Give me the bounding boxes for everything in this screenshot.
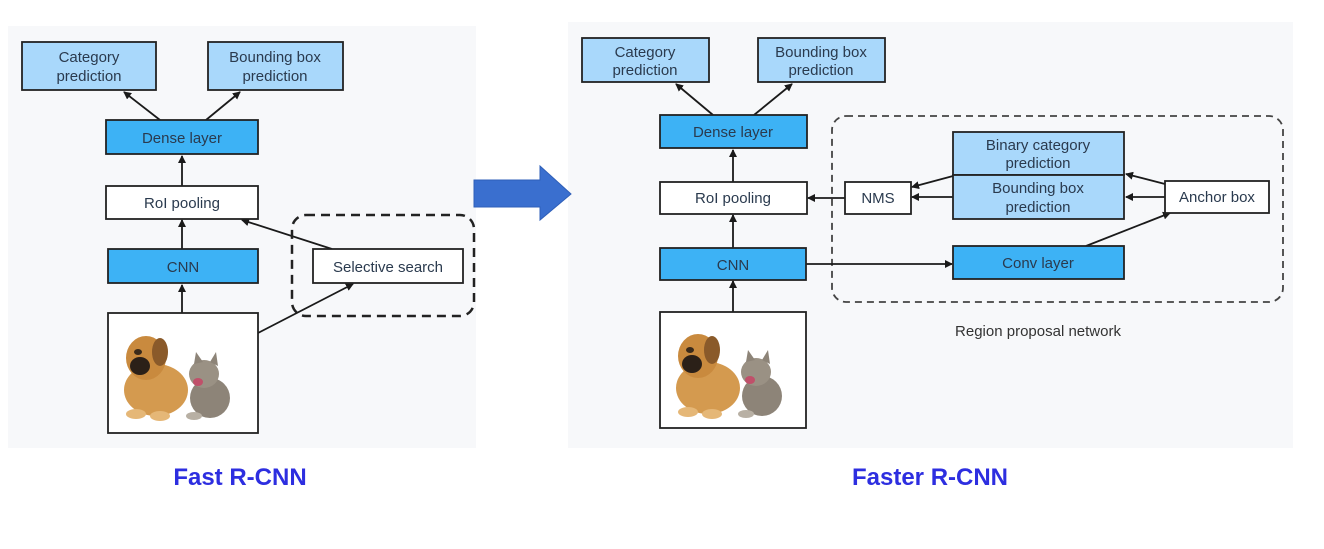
- edge-dense-to-category: [123, 91, 161, 121]
- bbox-prediction-box: Bounding box prediction: [757, 37, 886, 83]
- fast-rcnn-title: Fast R-CNN: [173, 464, 307, 491]
- cnn-box: CNN: [659, 247, 807, 281]
- rpn-bbox-prediction-box: Bounding box prediction: [952, 174, 1125, 220]
- fast-rcnn-diagram: Category prediction Bounding box predict…: [21, 41, 476, 434]
- category-prediction-label-line2: prediction: [612, 62, 677, 79]
- edge-dense-to-bbox: [205, 91, 241, 121]
- nms-box: NMS: [844, 181, 912, 215]
- rpn-bbox-label-line2: prediction: [1005, 199, 1070, 216]
- bbox-prediction-box: Bounding box prediction: [207, 41, 344, 91]
- dense-layer-label: Dense layer: [142, 130, 222, 147]
- rpn-bbox-label-line1: Bounding box: [992, 180, 1084, 197]
- rpn-caption: Region proposal network: [955, 323, 1121, 340]
- category-prediction-box: Category prediction: [21, 41, 157, 91]
- selective-search-region: [290, 213, 476, 318]
- roi-pooling-box: RoI pooling: [105, 185, 259, 220]
- selective-search-box: Selective search: [312, 248, 464, 284]
- binary-category-label-line2: prediction: [1005, 155, 1070, 172]
- input-image: [659, 311, 807, 429]
- edge-dense-to-bbox: [753, 83, 793, 116]
- edge-dense-to-category: [675, 83, 714, 116]
- dense-layer-box: Dense layer: [659, 114, 808, 149]
- roi-pooling-label: RoI pooling: [695, 190, 771, 207]
- category-prediction-label-line2: prediction: [56, 68, 121, 85]
- dense-layer-label: Dense layer: [693, 124, 773, 141]
- roi-pooling-label: RoI pooling: [144, 195, 220, 212]
- category-prediction-label-line1: Category: [615, 44, 676, 61]
- bbox-prediction-label-line1: Bounding box: [229, 49, 321, 66]
- edge-image-to-selective: [257, 283, 354, 334]
- anchor-box-box: Anchor box: [1164, 180, 1270, 214]
- faster-rcnn-title: Faster R-CNN: [851, 464, 1009, 491]
- conv-layer-label: Conv layer: [1002, 255, 1074, 272]
- binary-category-prediction-box: Binary category prediction: [952, 131, 1125, 176]
- edge-binary-to-nms: [911, 175, 954, 190]
- cnn-box: CNN: [107, 248, 259, 284]
- binary-category-label-line1: Binary category: [986, 137, 1091, 154]
- edge-conv-to-anchor: [1085, 211, 1171, 247]
- selective-search-label: Selective search: [333, 259, 443, 276]
- edge-selective-to-roi: [241, 218, 333, 250]
- edge-anchor-to-binary: [1125, 171, 1166, 185]
- nms-label: NMS: [861, 190, 894, 207]
- conv-layer-box: Conv layer: [952, 245, 1125, 280]
- bbox-prediction-label-line2: prediction: [242, 68, 307, 85]
- right-arrow-icon: [473, 164, 572, 222]
- anchor-box-label: Anchor box: [1179, 189, 1255, 206]
- category-prediction-label-line1: Category: [59, 49, 120, 66]
- dense-layer-box: Dense layer: [105, 119, 259, 155]
- faster-rcnn-diagram: Category prediction Bounding box predict…: [581, 37, 1284, 429]
- bbox-prediction-label-line1: Bounding box: [775, 44, 867, 61]
- bbox-prediction-label-line2: prediction: [788, 62, 853, 79]
- cnn-label: CNN: [167, 259, 200, 276]
- category-prediction-box: Category prediction: [581, 37, 710, 83]
- input-image: [107, 312, 259, 434]
- cnn-label: CNN: [717, 257, 750, 274]
- roi-pooling-box: RoI pooling: [659, 181, 808, 215]
